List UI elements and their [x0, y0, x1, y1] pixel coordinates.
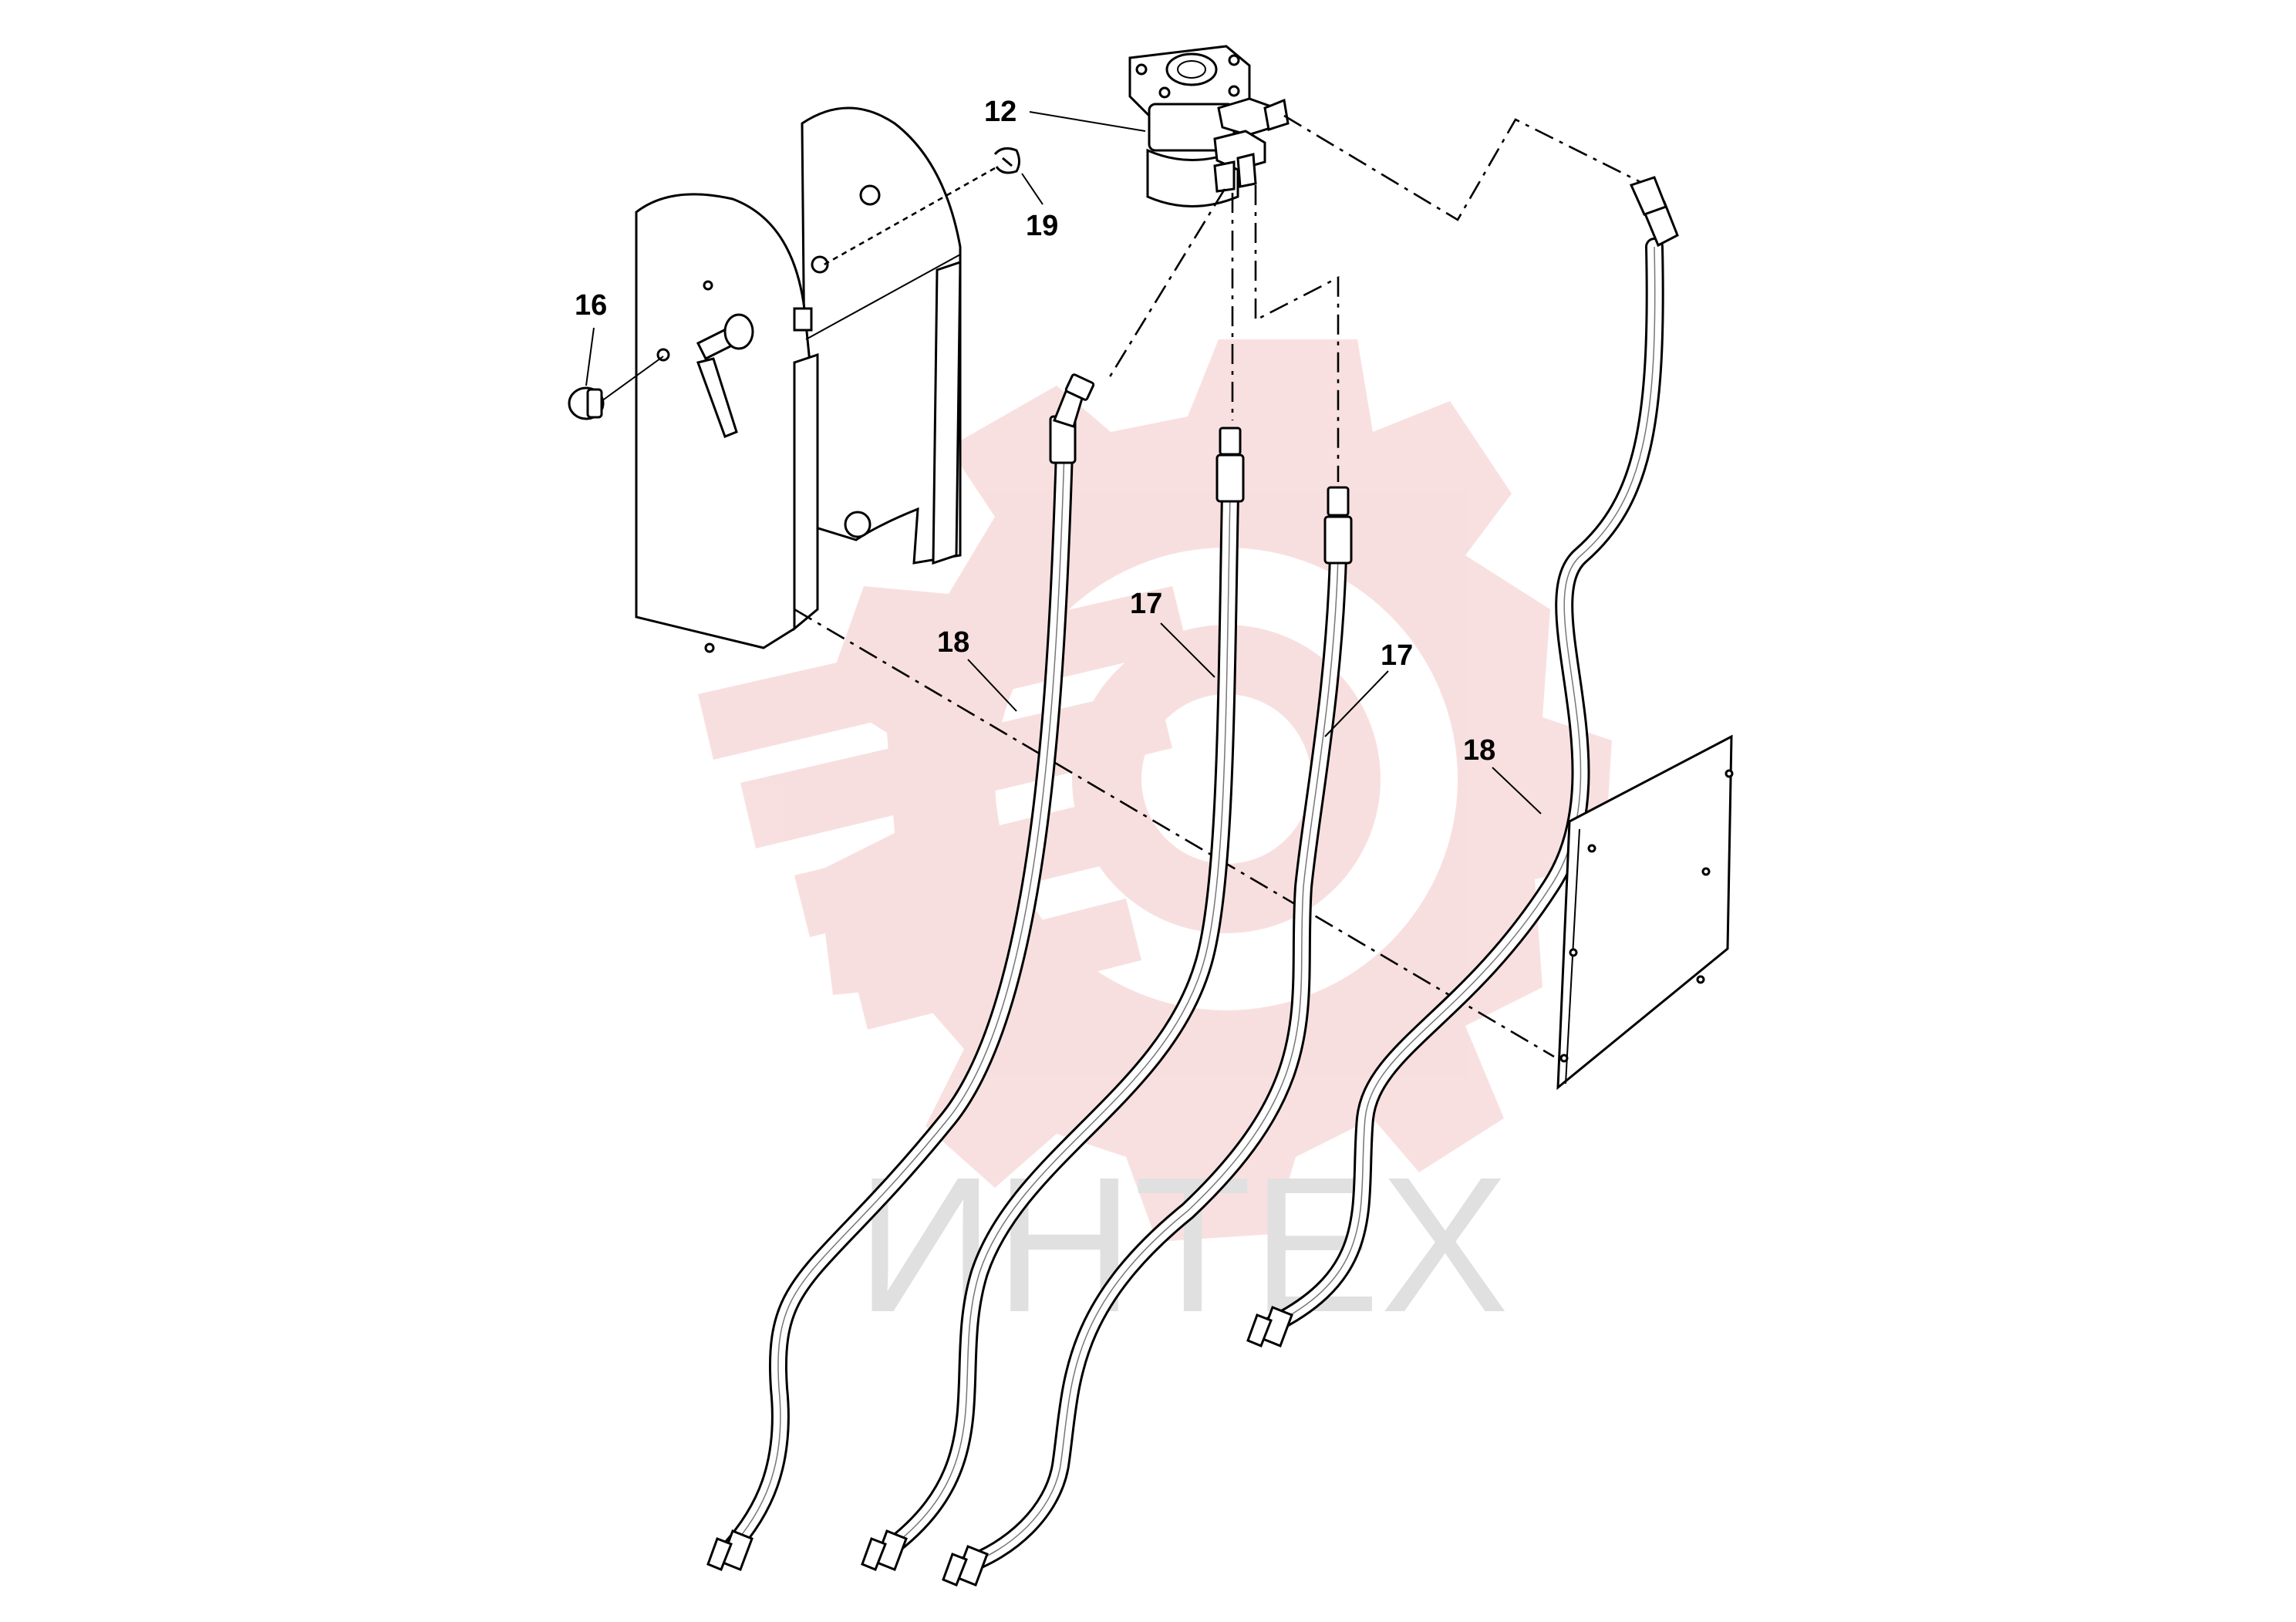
bracket-hole-mid — [811, 255, 829, 274]
hose-18-left — [706, 373, 1095, 1571]
callout-leaders — [585, 111, 1542, 814]
watermark-text: ИНТЕХ — [856, 1137, 1509, 1352]
watermark-stripe-2 — [740, 686, 1172, 848]
callout-12: 12 — [984, 96, 1017, 128]
callout-17-center: 17 — [1130, 588, 1162, 620]
watermark-stripe-4 — [852, 899, 1141, 1030]
dash-line-left-hose — [1105, 188, 1226, 383]
clip-leader-dotted — [821, 167, 996, 268]
bracket-hole-upper — [859, 184, 881, 206]
leader-16 — [585, 327, 595, 386]
dash-line-right-center-hose — [1254, 185, 1340, 482]
hose-17-right — [942, 486, 1353, 1587]
leader-19 — [1021, 173, 1043, 205]
leader-18b — [1492, 767, 1542, 814]
hose-17-center — [861, 427, 1245, 1571]
callout-17-right: 17 — [1381, 639, 1413, 672]
callout-16: 16 — [575, 289, 607, 322]
bracket-block — [793, 307, 813, 332]
bracket-rivet-1 — [703, 280, 713, 291]
watermark-stripe-3 — [794, 791, 1157, 937]
shaft-boss — [723, 313, 754, 350]
callout-19: 19 — [1026, 210, 1058, 242]
part-16-cap — [568, 356, 664, 420]
part-19-clip — [993, 147, 1020, 174]
panel-plate — [1556, 734, 1734, 1091]
part-12-steering-unit — [1128, 45, 1290, 207]
callout-labels: 12 19 16 18 17 17 18 — [575, 96, 1495, 767]
bracket-back-plate — [801, 106, 962, 565]
dash-line-right-hose — [1283, 114, 1647, 221]
bracket-back-flange — [932, 260, 962, 565]
lever-arm — [696, 357, 738, 438]
callout-18-left: 18 — [937, 626, 969, 659]
leader-18a — [967, 659, 1017, 712]
bracket-top-edge — [805, 254, 961, 340]
bracket-boss — [844, 511, 872, 538]
bracket-assembly — [635, 106, 962, 653]
hose-18-right — [1246, 176, 1679, 1347]
dash-line-plate — [794, 608, 1555, 1058]
connection-lines — [794, 114, 1647, 1058]
callout-18-right: 18 — [1463, 734, 1495, 767]
bracket-side-flange — [793, 352, 819, 632]
leader-17b — [1324, 670, 1389, 737]
leader-12 — [1029, 111, 1146, 132]
bracket-rivet-2 — [704, 642, 715, 653]
leader-17a — [1160, 622, 1215, 678]
